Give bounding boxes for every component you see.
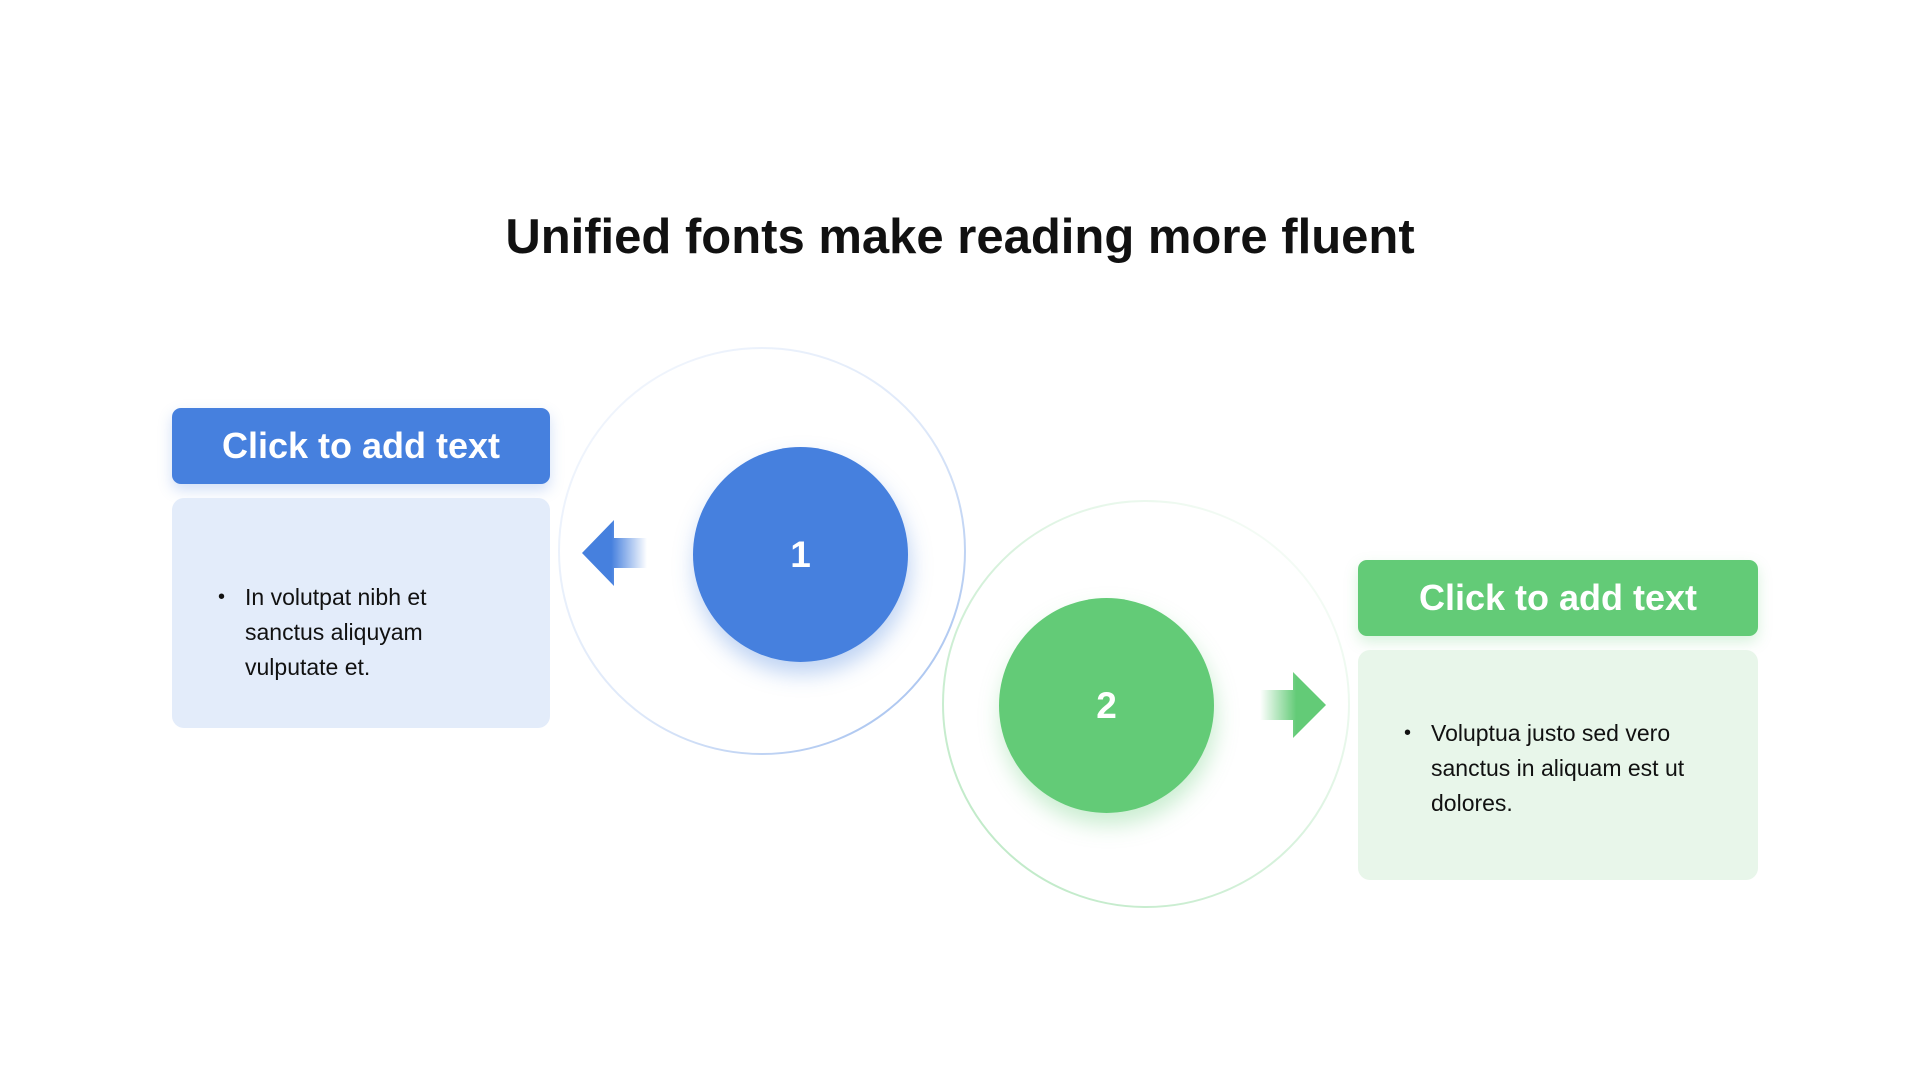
bullet-item: • Voluptua justo sed vero sanctus in ali… [1404,716,1698,821]
step-2-description[interactable]: • Voluptua justo sed vero sanctus in ali… [1358,650,1758,880]
bullet-dot: • [218,586,226,608]
outer-ring-2 [942,500,1350,908]
bullet-text: Voluptua justo sed vero sanctus in aliqu… [1431,720,1685,816]
step-1-circle: 1 [693,447,908,662]
step-2-circle: 2 [999,598,1214,813]
step-1-description[interactable]: • In volutpat nibh et sanctus aliquyam v… [172,498,550,728]
step-1-heading[interactable]: Click to add text [172,408,550,484]
outer-ring-1 [558,347,966,755]
slide-title: Unified fonts make reading more fluent [505,210,1415,264]
arrow-left-icon [582,520,647,586]
arrow-right-icon [1260,672,1326,738]
step-1-number: 1 [790,533,811,575]
bullet-dot: • [1404,722,1412,744]
step-2-number: 2 [1096,684,1117,726]
bullet-item: • In volutpat nibh et sanctus aliquyam v… [218,580,510,685]
step-2-heading[interactable]: Click to add text [1358,560,1758,636]
bullet-text: In volutpat nibh et sanctus aliquyam vul… [245,584,427,680]
